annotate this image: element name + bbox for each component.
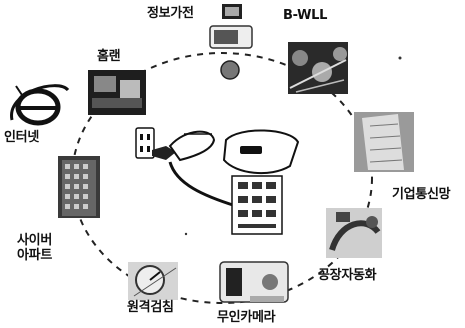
label-home-ran: 홈랜: [97, 49, 121, 64]
factory-automation-photo: [326, 208, 382, 258]
stray-dot: [184, 232, 188, 236]
label-remote-metering: 원격검침: [127, 300, 174, 315]
remote-metering-photo: [128, 262, 178, 300]
label-info-appliance: 정보가전: [147, 6, 194, 21]
label-enterprise-comm: 기업통신망: [392, 187, 451, 202]
label-unmanned-camera: 무인카메라: [217, 310, 276, 325]
label-bwll: B-WLL: [283, 8, 328, 23]
cyber-apartment-photo: [58, 156, 100, 218]
unmanned-camera-photo: [219, 261, 289, 303]
label-factory-automation: 공장자동화: [318, 268, 377, 283]
plc-modem-plug-icon: [135, 127, 300, 235]
home-ran-photo: [88, 70, 146, 115]
info-appliance-photo: [209, 4, 253, 80]
label-cyber-apartment: 사이버 아파트: [17, 233, 52, 263]
label-internet: 인터넷: [4, 130, 39, 145]
stray-dot: [398, 56, 402, 60]
bwll-photo: [288, 42, 348, 94]
enterprise-building-photo: [354, 112, 414, 172]
ie-logo-icon: [10, 84, 70, 126]
